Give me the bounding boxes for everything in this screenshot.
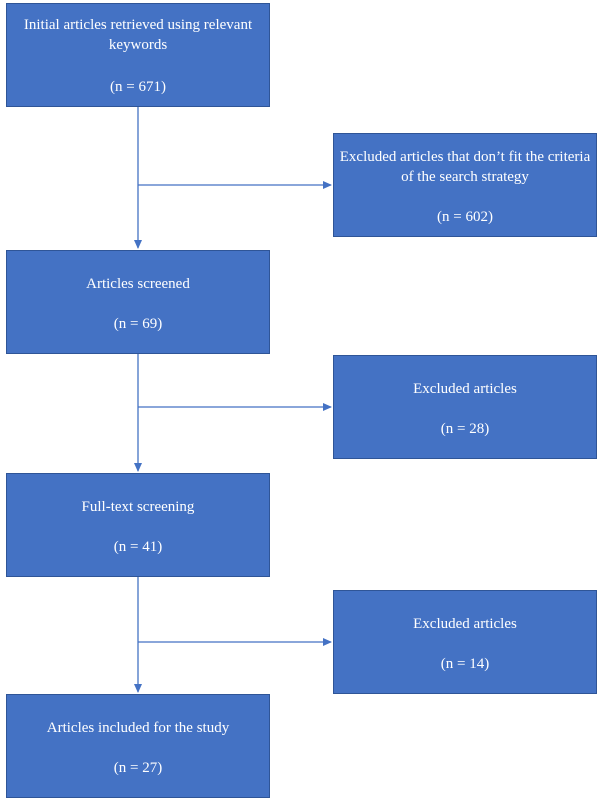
articles-screened-box: Articles screened (n = 69): [6, 250, 270, 354]
articles-screened-title: Articles screened: [86, 276, 190, 292]
excluded-screening-title: Excluded articles: [413, 381, 517, 397]
articles-screened-count: (n = 69): [113, 316, 163, 332]
excluded-full-text-box: Excluded articles (n = 14): [333, 590, 597, 694]
excluded-search-criteria-title: Excluded articles that don’t fit the cri…: [339, 149, 591, 185]
initial-articles-title: Initial articles retrieved using relevan…: [23, 17, 253, 53]
excluded-screening-box: Excluded articles (n = 28): [333, 355, 597, 459]
excluded-search-criteria-count: (n = 602): [437, 209, 493, 225]
excluded-search-criteria-box: Excluded articles that don’t fit the cri…: [333, 133, 597, 237]
articles-included-title: Articles included for the study: [46, 720, 230, 736]
excluded-screening-count: (n = 28): [440, 421, 490, 437]
articles-included-count: (n = 27): [113, 760, 163, 776]
initial-articles-box: Initial articles retrieved using relevan…: [6, 3, 270, 107]
full-text-screening-count: (n = 41): [113, 539, 163, 555]
initial-articles-count: (n = 671): [110, 79, 166, 95]
excluded-full-text-title: Excluded articles: [413, 616, 517, 632]
full-text-screening-title: Full-text screening: [81, 499, 195, 515]
full-text-screening-box: Full-text screening (n = 41): [6, 473, 270, 577]
excluded-full-text-count: (n = 14): [440, 656, 490, 672]
articles-included-box: Articles included for the study (n = 27): [6, 694, 270, 798]
